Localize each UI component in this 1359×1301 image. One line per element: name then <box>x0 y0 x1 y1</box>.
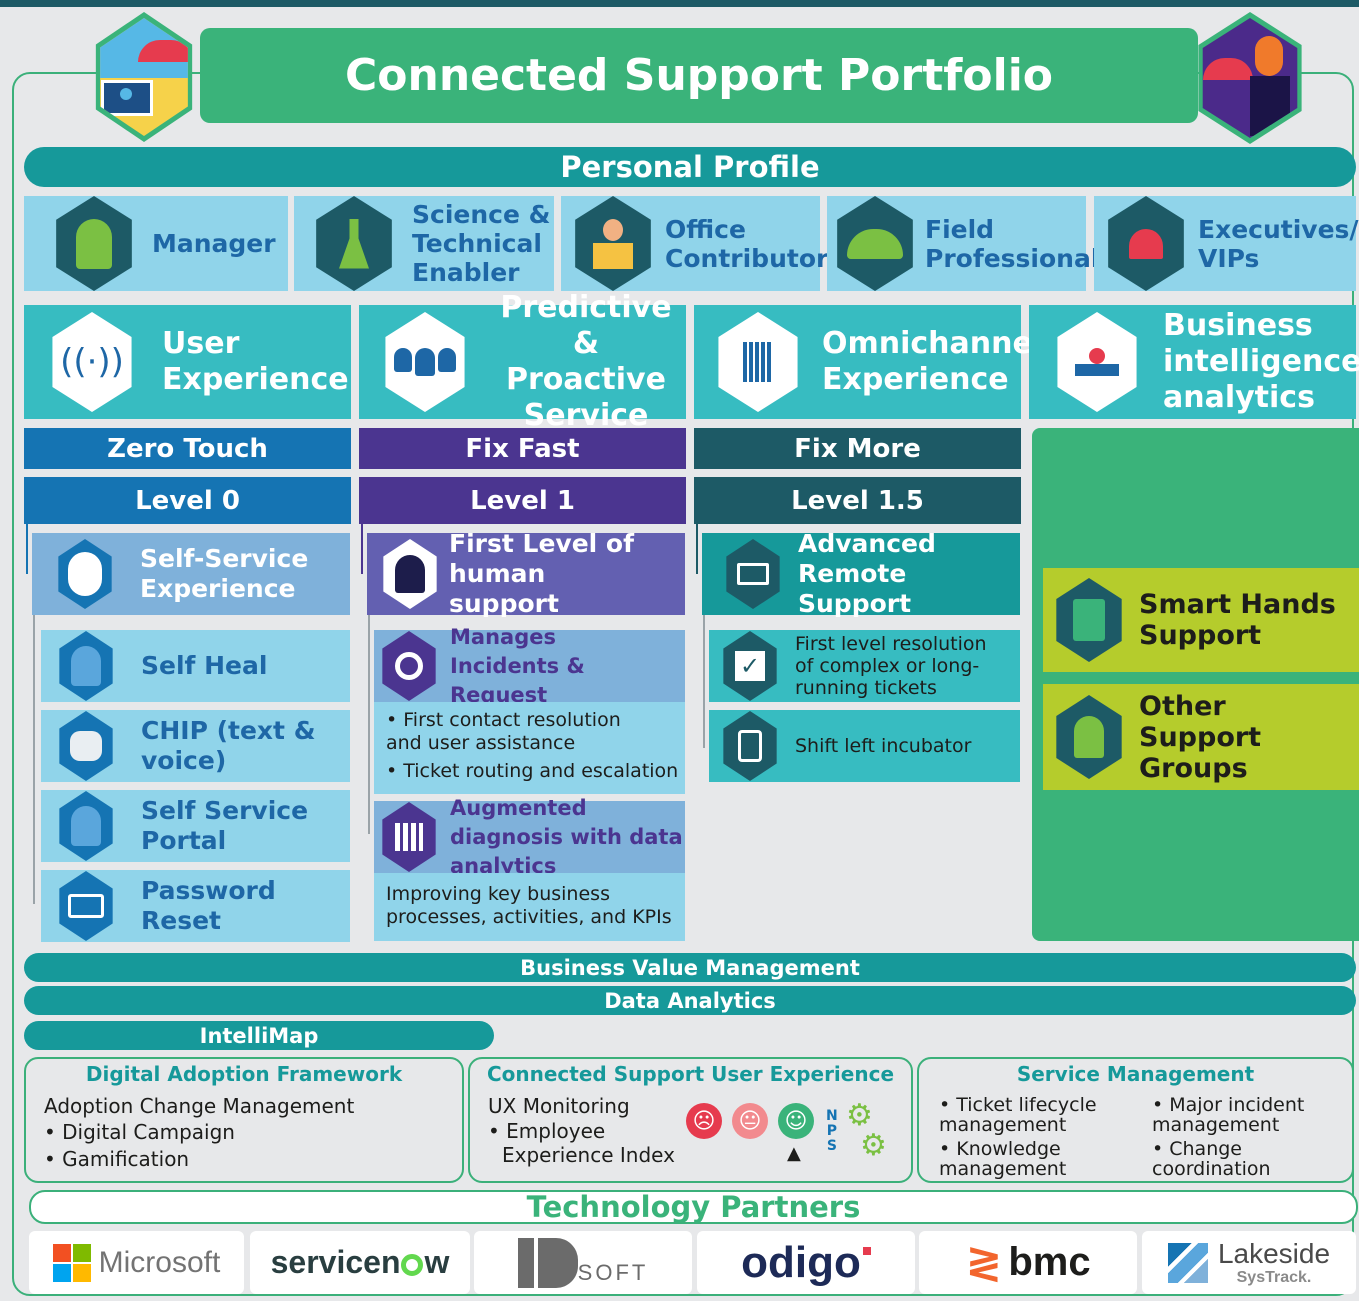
augmented-diagnosis-details: Improving key business processes, activi… <box>374 873 685 941</box>
self-service-portal-item: Self Service Portal <box>41 790 350 862</box>
triangle-up-icon: ▲ <box>787 1143 801 1164</box>
microsoft-logo: Microsoft <box>29 1231 244 1294</box>
fix-more-connector <box>696 524 698 574</box>
ipsoft-logo: SOFT <box>474 1231 692 1294</box>
manages-incidents-item: Manages Incidents & Request <box>374 625 685 707</box>
chip-item: CHIP (text & voice) <box>41 710 350 782</box>
self-service-experience-tier: Self-Service Experience <box>32 533 350 615</box>
intellimap-band: IntelliMap <box>24 1021 494 1050</box>
first-level-support-tier: First Level of human support <box>367 529 685 618</box>
level-1-header: Level 1 <box>359 477 686 524</box>
zero-touch-connector <box>26 524 28 574</box>
capability-user-experience: ((·)) User Experience <box>24 305 351 419</box>
checkbox-icon: ✓ <box>723 631 777 701</box>
fix-fast-connector <box>361 524 363 574</box>
cs-user-experience-box: Connected Support User Experience UX Mon… <box>468 1057 913 1183</box>
zero-touch-header: Zero Touch <box>24 428 351 469</box>
self-heal-item: Self Heal <box>41 630 350 702</box>
bmc-chevron-icon: ≷ <box>965 1237 1003 1288</box>
lakeside-logo: Lakeside SysTrack. <box>1142 1231 1356 1294</box>
advanced-remote-support-tier: Advanced Remote Support <box>702 529 1020 618</box>
ipsoft-ip-mark-icon <box>517 1237 578 1288</box>
level-0-header: Level 0 <box>24 477 351 524</box>
happy-face-icon: ☺ <box>778 1103 814 1139</box>
keyboard-icon <box>59 871 113 941</box>
technology-partners-banner: Technology Partners <box>29 1190 1358 1224</box>
profile-field-professional: Field Professional <box>827 196 1099 291</box>
gears-icon: ⚙⚙ <box>846 1098 887 1163</box>
servicenow-o-icon <box>401 1253 424 1276</box>
fix-more-header: Fix More <box>694 428 1021 469</box>
robot-icon <box>59 711 113 781</box>
fix-fast-header: Fix Fast <box>359 428 686 469</box>
headset-agent-icon <box>1056 695 1122 779</box>
page-title: Connected Support Portfolio <box>200 28 1198 123</box>
digital-adoption-box: Digital Adoption Framework Adoption Chan… <box>24 1057 464 1183</box>
odigo-logo: odigo <box>697 1231 915 1294</box>
profile-science-enabler: Science & Technical Enabler <box>294 196 554 291</box>
shift-left-item: Shift left incubator <box>709 710 1020 782</box>
microsoft-squares-icon <box>52 1243 91 1282</box>
smart-hands-item: Smart Hands Support <box>1043 568 1359 672</box>
profile-manager: Manager <box>24 196 288 291</box>
sad-face-icon: ☹ <box>686 1103 722 1139</box>
profile-executives: Executives/ VIPs <box>1094 196 1359 291</box>
building-signal-icon <box>718 312 798 412</box>
remote-desktop-icon <box>726 539 780 609</box>
neutral-face-icon: 😐 <box>732 1103 768 1139</box>
support-agent-icon <box>59 791 113 861</box>
sm-column-1: • Ticket lifecycle management • Knowledg… <box>939 1094 1097 1180</box>
lakeside-mark-icon <box>1167 1242 1208 1283</box>
manager-icon <box>56 196 132 291</box>
zero-touch-tree-line <box>33 614 35 904</box>
meeting-icon <box>1057 312 1137 412</box>
wifi-lock-icon <box>723 711 777 781</box>
augmented-diagnosis-item: Augmented diagnosis with data analytics <box>374 796 685 878</box>
antenna-icon: ((·)) <box>52 312 132 412</box>
personal-profile-band: Personal Profile <box>24 147 1356 187</box>
level-1-5-header: Level 1.5 <box>694 477 1021 524</box>
data-analytics-band: Data Analytics <box>24 986 1356 1015</box>
capability-bi-analytics: Business intelligence analytics <box>1029 305 1359 419</box>
bmc-logo: ≷ bmc <box>919 1231 1137 1294</box>
password-reset-item: Password Reset <box>41 870 350 942</box>
profile-office-contributor: Office Contributor <box>561 196 828 291</box>
first-level-resolution-item: ✓ First level resolution of complex or l… <box>709 630 1020 702</box>
people-group-icon <box>385 312 465 412</box>
top-bar <box>0 0 1359 7</box>
office-worker-icon <box>575 196 651 291</box>
alarm-light-icon <box>1108 196 1184 291</box>
agent-laptop-icon <box>383 539 437 609</box>
smart-hands-icon <box>1056 578 1122 662</box>
business-value-band: Business Value Management <box>24 953 1356 982</box>
self-heal-icon <box>59 631 113 701</box>
person-gear-icon <box>382 631 436 701</box>
capability-omnichannel: Omnichannel Experience <box>694 305 1043 419</box>
flask-icon <box>316 196 392 291</box>
fix-fast-tree-line <box>368 614 370 834</box>
analytics-chart-icon <box>382 802 436 872</box>
fix-more-tree-line <box>703 614 705 748</box>
sm-column-2: • Major incident management • Change coo… <box>1152 1094 1305 1180</box>
service-management-box: Service Management • Ticket lifecycle ma… <box>917 1057 1354 1183</box>
hard-hat-icon <box>837 196 913 291</box>
other-support-groups-item: Other Support Groups <box>1043 684 1359 790</box>
manages-incidents-details: • First contact resolution and user assi… <box>374 702 685 794</box>
capability-predictive-service: Predictive & Proactive Service <box>359 290 686 433</box>
nps-label: N P S <box>826 1108 838 1154</box>
touch-hand-icon <box>58 539 112 609</box>
odigo-accent-icon <box>862 1246 871 1255</box>
